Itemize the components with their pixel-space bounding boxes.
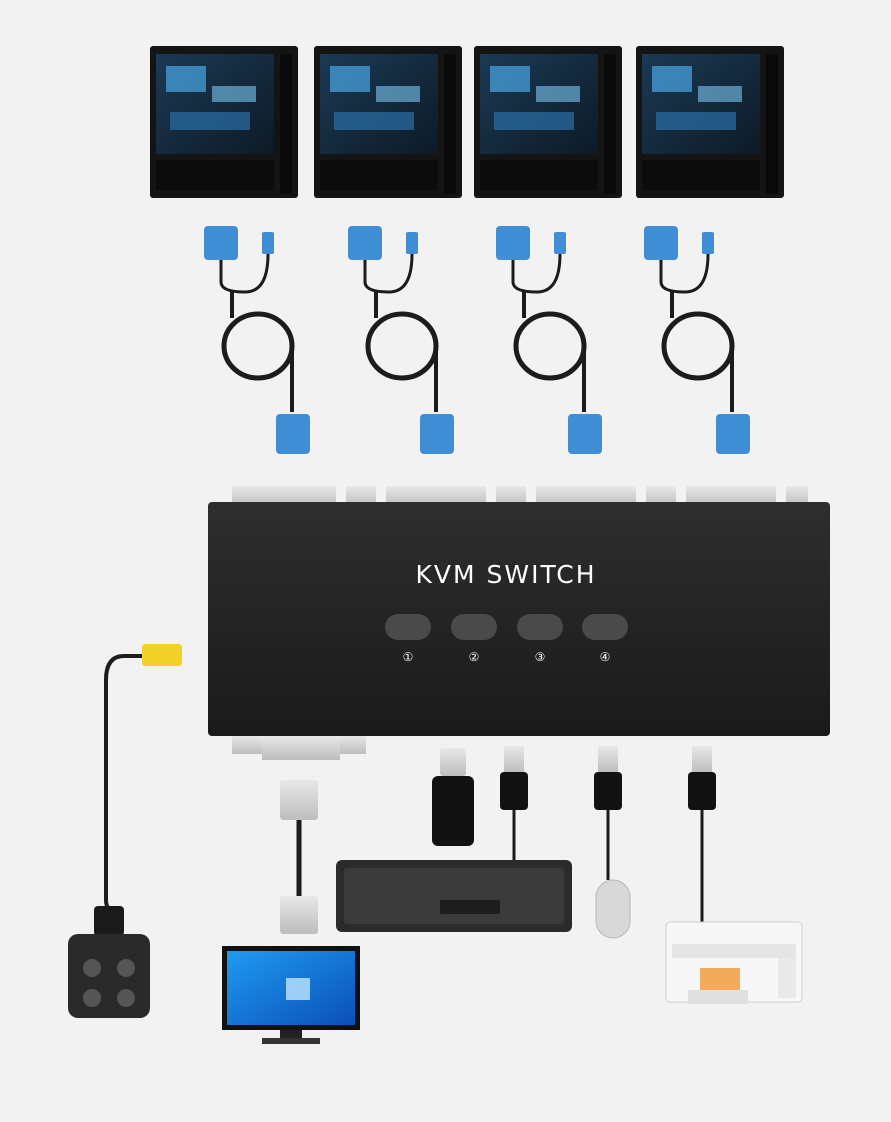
kvm-cable-3 (496, 226, 602, 454)
port-select-button-1[interactable] (385, 614, 431, 640)
pc-tower-2 (314, 46, 462, 198)
kvm-switch-ports-bottom (232, 736, 366, 760)
port-select-button-3[interactable] (517, 614, 563, 640)
kvm-cable-2 (348, 226, 454, 454)
usb-receiver-icon (432, 748, 474, 846)
pc-tower-4 (636, 46, 784, 198)
mouse-usb-cable (594, 746, 622, 880)
printer-icon (665, 921, 803, 1004)
port-select-button-4[interactable] (582, 614, 628, 640)
kvm-switch-label: KVM SWITCH (415, 560, 597, 589)
printer-usb-cable (688, 746, 716, 924)
port-number-3: ③ (534, 650, 546, 664)
port-select-button-2[interactable] (451, 614, 497, 640)
kvm-switch-ports-top (232, 486, 808, 506)
port-number-2: ② (468, 650, 480, 664)
keyboard-usb-cable (500, 746, 528, 862)
pc-tower-1 (150, 46, 298, 198)
kvm-cable-4 (644, 226, 750, 454)
monitor-icon (222, 946, 360, 1044)
kvm-switch-body (208, 502, 830, 736)
keyboard-icon (336, 860, 572, 932)
wired-remote-icon (68, 644, 182, 1018)
port-number-1: ① (402, 650, 414, 664)
monitor-vga-cable (280, 780, 318, 934)
port-number-4: ④ (599, 650, 611, 664)
mouse-icon (595, 879, 631, 939)
kvm-cable-1 (204, 226, 310, 454)
pc-tower-3 (474, 46, 622, 198)
